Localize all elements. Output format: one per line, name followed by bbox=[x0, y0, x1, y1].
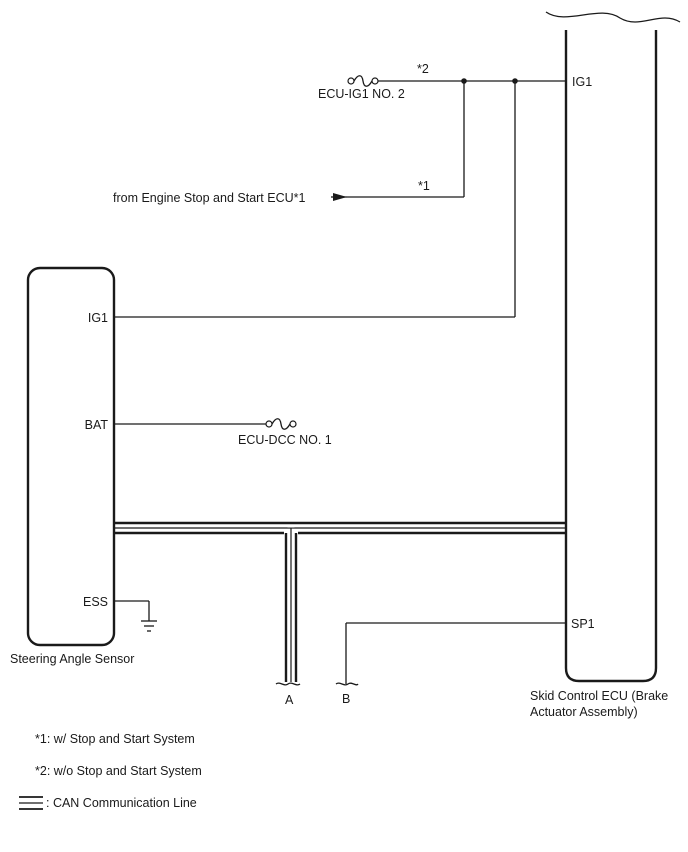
wire-note-2: *2 bbox=[417, 62, 429, 76]
fuse-ecu-dcc-no1-label: ECU-DCC NO. 1 bbox=[238, 433, 332, 447]
legend-can-line: : CAN Communication Line bbox=[46, 796, 197, 810]
ground-icon bbox=[114, 600, 157, 632]
steering-angle-sensor-body bbox=[26, 266, 116, 647]
arrow-head-icon bbox=[333, 193, 347, 201]
ecu-pin-ig1-label: IG1 bbox=[572, 75, 592, 89]
power-wiring bbox=[114, 78, 566, 425]
steering-angle-sensor-label: Steering Angle Sensor bbox=[10, 652, 134, 666]
can-line-legend-icon bbox=[19, 796, 43, 810]
sensor-pin-ig1-label: IG1 bbox=[88, 311, 108, 325]
skid-control-ecu-label-line1: Skid Control ECU (Brake bbox=[530, 689, 668, 703]
sensor-pin-ess-label: ESS bbox=[83, 595, 108, 609]
fuse-ecu-ig1-no2-label: ECU-IG1 NO. 2 bbox=[318, 87, 405, 101]
sensor-pin-bat-label: BAT bbox=[85, 418, 109, 432]
skid-control-ecu-label-line2: Actuator Assembly) bbox=[530, 705, 638, 719]
sp1-wiring bbox=[335, 622, 566, 686]
legend-note-2: *2: w/o Stop and Start System bbox=[35, 764, 202, 778]
fuse-ecu-dcc-no1-icon bbox=[265, 418, 297, 430]
wire-note-1: *1 bbox=[418, 179, 430, 193]
legend-note-1: *1: w/ Stop and Start System bbox=[35, 732, 195, 746]
connector-a-label: A bbox=[285, 693, 294, 707]
skid-control-ecu-body bbox=[545, 11, 681, 683]
engine-stop-start-source-label: from Engine Stop and Start ECU*1 bbox=[113, 191, 306, 205]
fuse-ecu-ig1-no2-icon bbox=[347, 75, 379, 87]
can-bus bbox=[114, 521, 566, 686]
junction-dot bbox=[512, 78, 518, 84]
junction-dot bbox=[461, 78, 467, 84]
connector-b-label: B bbox=[342, 692, 350, 706]
ecu-pin-sp1-label: SP1 bbox=[571, 617, 595, 631]
